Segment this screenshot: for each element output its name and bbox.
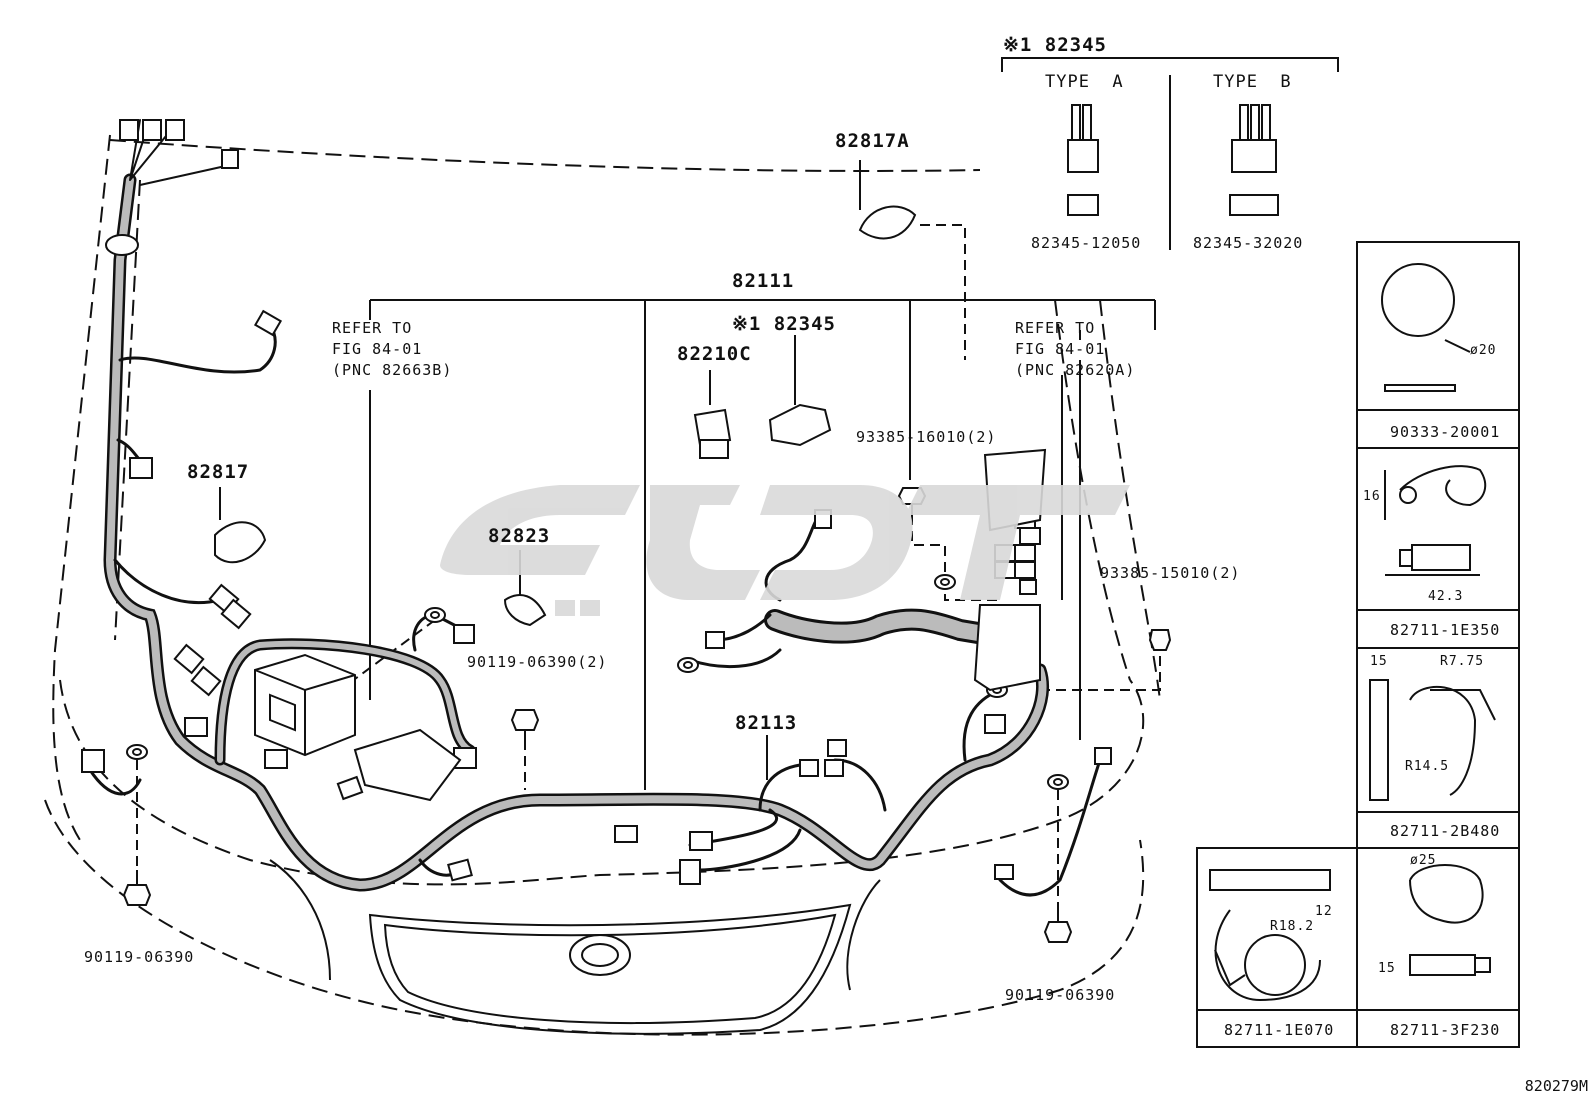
panel-dim-3a: 15: [1370, 654, 1388, 669]
part-82817a: 82817A: [835, 130, 910, 152]
part-number-a: 82345-12050: [1031, 234, 1142, 252]
side-panel-grid: [1196, 241, 1520, 1048]
panel-part-3: 82711-2B480: [1390, 822, 1501, 840]
panel-part-5: 82711-3F230: [1390, 1021, 1501, 1039]
watermark: [440, 485, 1130, 616]
panel-dim-2a: 16: [1363, 489, 1381, 504]
bracket-82345: [1001, 57, 1339, 72]
refer-note-right: REFER TO FIG 84-01 (PNC 82620A): [1015, 319, 1136, 379]
panel-dim-5b: 15: [1378, 961, 1396, 976]
clip-16010-label: 93385-16010(2): [856, 428, 997, 446]
part-82210c: 82210C: [677, 343, 752, 365]
bolt-right-label: 90119-06390: [1005, 986, 1116, 1004]
panel-part-1: 90333-20001: [1390, 423, 1501, 441]
car-body-outline: [59, 679, 1145, 886]
bolt-middle-label: 90119-06390(2): [467, 653, 608, 671]
part-82113: 82113: [735, 712, 798, 734]
panel-dim-3b: R7.75: [1440, 654, 1485, 669]
bolt-left-label: 90119-06390: [84, 948, 195, 966]
diagram-id: 820279M: [1524, 1077, 1588, 1095]
refer-note-left: REFER TO FIG 84-01 (PNC 82663B): [332, 319, 453, 379]
emblem: [569, 934, 631, 976]
panel-dim-4a: 12: [1315, 904, 1333, 919]
hood-outline: [109, 139, 981, 172]
part-number-b: 82345-32020: [1193, 234, 1304, 252]
panel-dim-2b: 42.3: [1428, 589, 1464, 604]
panel-dim-4b: R18.2: [1270, 919, 1315, 934]
clip-15010-label: 93385-15010(2): [1100, 564, 1241, 582]
panel-part-2: 82711-1E350: [1390, 621, 1501, 639]
type-a-label: TYPE A: [1045, 72, 1124, 92]
part-82345: ※1 82345: [732, 313, 836, 335]
panel-part-4: 82711-1E070: [1224, 1021, 1335, 1039]
part-82817: 82817: [187, 461, 250, 483]
panel-dim-5a: ø25: [1410, 853, 1437, 868]
top-note-label: ※1 82345: [1003, 34, 1107, 56]
fuse-types: [1067, 104, 1279, 216]
panel-dim-1: ø20: [1470, 343, 1497, 358]
part-82111: 82111: [732, 270, 795, 292]
grommets: [105, 234, 1069, 790]
grille-outline: [368, 903, 852, 1035]
bracket-82111: [369, 299, 1156, 790]
type-b-label: TYPE B: [1213, 72, 1292, 92]
part-82823: 82823: [488, 525, 551, 547]
panel-dim-3c: R14.5: [1405, 759, 1450, 774]
